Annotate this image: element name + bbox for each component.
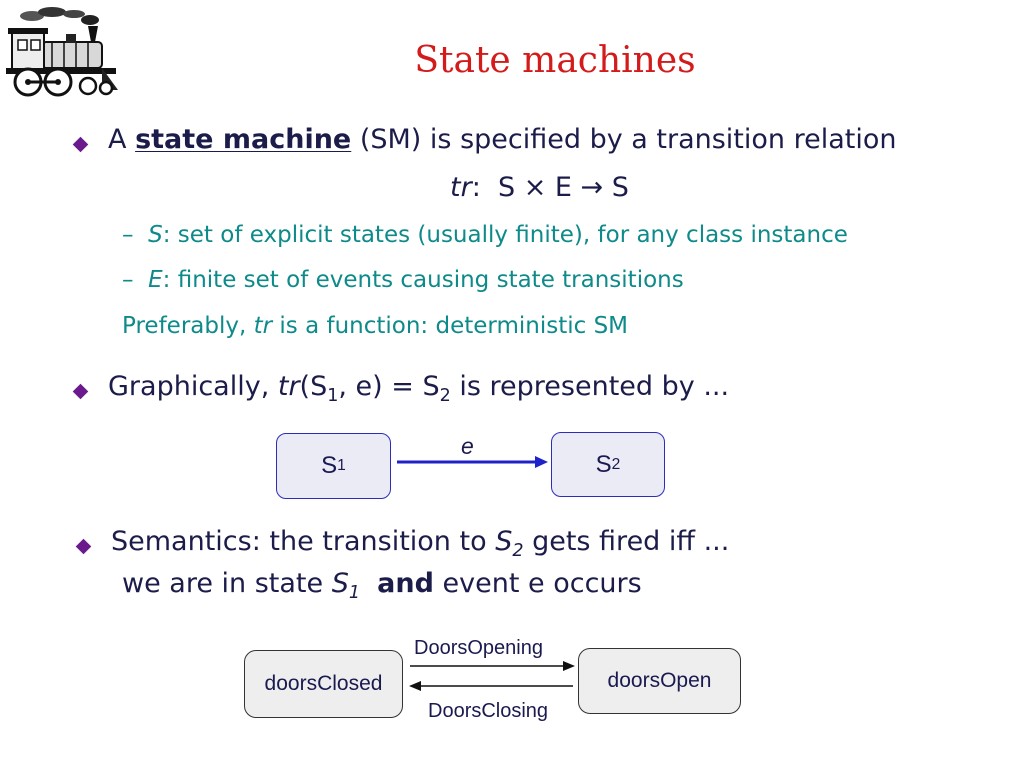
- bullet-diamond-icon: [72, 136, 89, 153]
- bullet-semantics: Semantics: the transition to S2 gets fir…: [111, 526, 730, 562]
- bullet-diamond-icon: [75, 538, 92, 555]
- preferably-line: Preferably, tr is a function: determinis…: [122, 313, 629, 339]
- transition-arrow-e: [397, 456, 548, 468]
- event-doors-opening: DoorsOpening: [414, 637, 543, 659]
- term-state-machine: state machine: [135, 124, 352, 155]
- bullet-graphically: Graphically, tr(S1, e) = S2 is represent…: [108, 371, 730, 407]
- bullet-state-machine: A state machine (SM) is specified by a t…: [108, 124, 897, 155]
- slide-title: State machines: [414, 40, 696, 81]
- sub-item-events: – E: finite set of events causing state …: [122, 267, 684, 293]
- event-label-e: e: [461, 433, 474, 459]
- bullet-diamond-icon: [72, 383, 89, 400]
- steam-locomotive-icon: [6, 7, 118, 97]
- event-doors-closing: DoorsClosing: [428, 700, 549, 722]
- semantics-condition: we are in state S1 and event e occurs: [122, 568, 642, 604]
- state-doors-open: doorsOpen: [578, 648, 741, 714]
- sub-item-states: – S: set of explicit states (usually fin…: [122, 222, 848, 248]
- transition-formula: tr: S × E → S: [450, 172, 629, 203]
- state-doors-closed: doorsClosed: [244, 650, 403, 718]
- transition-arrows-doors: [409, 661, 575, 691]
